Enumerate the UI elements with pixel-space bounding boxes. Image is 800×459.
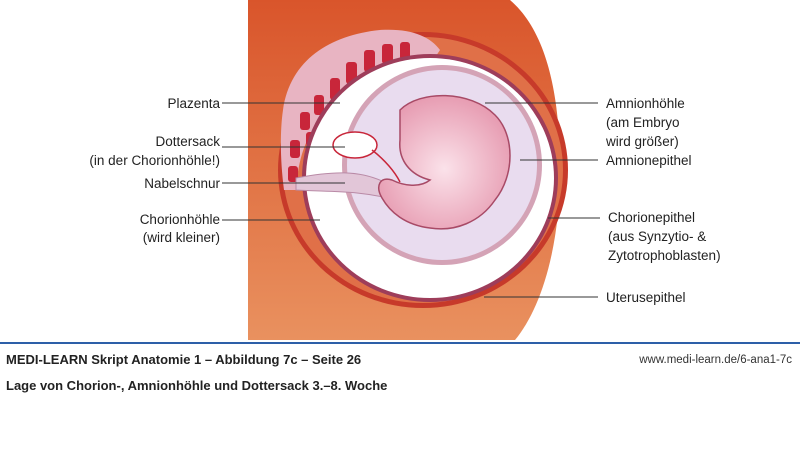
label-chorionepithel: Chorionepithel (608, 210, 696, 225)
label-dottersack: Dottersack (155, 134, 220, 149)
yolk-sac (332, 131, 378, 159)
label-dottersack-note: (in der Chorionhöhle!) (89, 153, 220, 168)
caption-url[interactable]: www.medi-learn.de/6-ana1-7c (639, 354, 792, 366)
label-amnionhoehle: Amnionhöhle (606, 96, 685, 111)
label-chorionhoehle: Chorionhöhle (139, 212, 220, 227)
label-chorionhoehle-note: (wird kleiner) (142, 230, 220, 245)
caption-divider (0, 342, 800, 344)
label-plazenta: Plazenta (167, 96, 220, 111)
label-amnionepithel: Amnionepithel (606, 153, 692, 168)
label-chorionepithel-note2: Zytotrophoblasten) (608, 248, 721, 263)
caption-title: MEDI-LEARN Skript Anatomie 1 – Abbildung… (6, 352, 362, 367)
embryo (378, 94, 511, 230)
label-amnionhoehle-note2: wird größer) (606, 134, 679, 149)
label-chorionepithel-note1: (aus Synzytio- & (608, 229, 707, 244)
yolk-stalk (371, 149, 401, 183)
leader-lines (222, 102, 600, 298)
embryo-diagram (222, 0, 600, 340)
caption-subtitle: Lage von Chorion-, Amnionhöhle und Dotte… (6, 378, 388, 393)
label-amnionhoehle-note1: (am Embryo (606, 115, 680, 130)
label-nabelschnur: Nabelschnur (144, 176, 220, 191)
label-uterusepithel: Uterusepithel (606, 290, 686, 305)
